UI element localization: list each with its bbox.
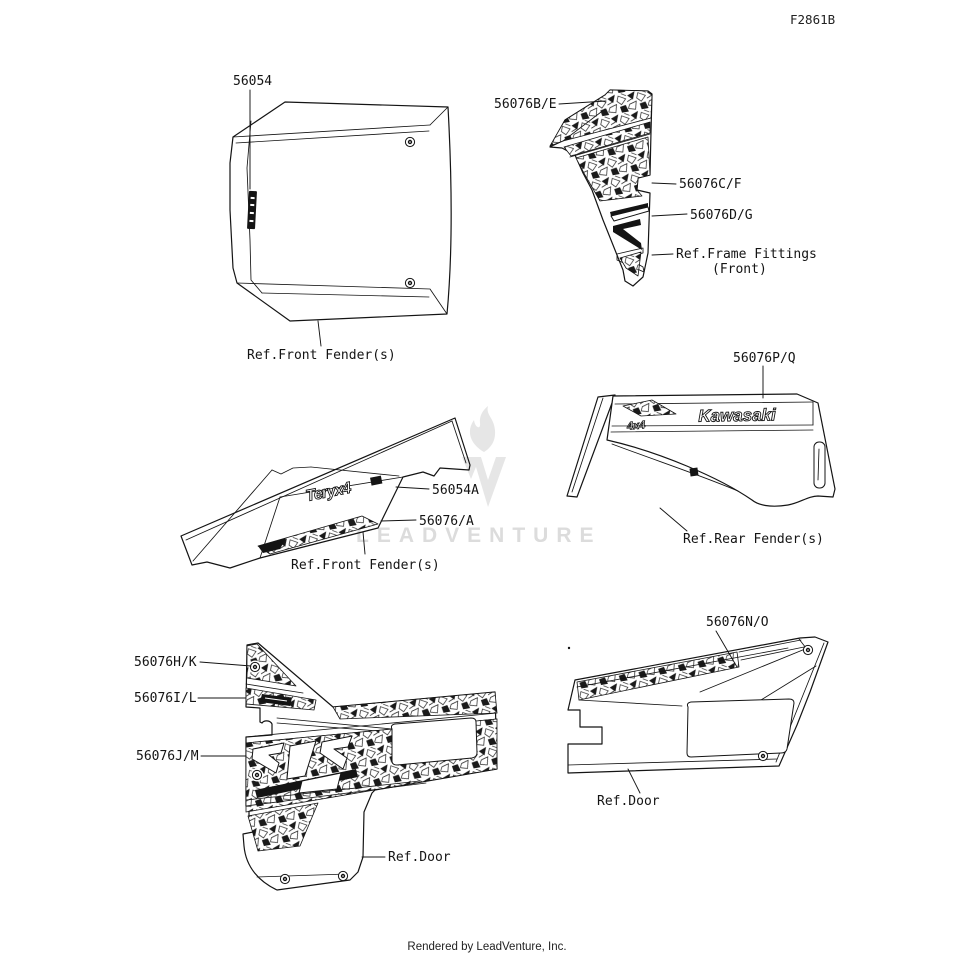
leader-line bbox=[199, 661, 252, 667]
slot-detail bbox=[813, 441, 826, 489]
kawasaki-brand-decal: Kawasaki bbox=[698, 405, 777, 425]
camo-decal-upper bbox=[246, 643, 297, 687]
part-label-56076CF[interactable]: 56076C/F bbox=[679, 177, 742, 192]
bolt-icon bbox=[757, 750, 769, 762]
bolt-icon bbox=[249, 661, 261, 673]
kawasaki-hood-decal bbox=[247, 190, 257, 230]
front-fender-side-assembly: Teryx4 56054A 56076/A Ref.Front Fender(s… bbox=[180, 417, 479, 573]
ref-label-front-fender-top[interactable]: Ref.Front Fender(s) bbox=[247, 348, 396, 363]
ref-label-door-left[interactable]: Ref.Door bbox=[388, 850, 451, 865]
door-left-assembly: 56076H/K 56076I/L 56076J/M Ref.Door bbox=[134, 642, 498, 891]
frame-fittings-assembly: 56076B/E 56076C/F 56076D/G Ref.Frame Fit… bbox=[494, 89, 817, 287]
ref-label-rear-fender[interactable]: Ref.Rear Fender(s) bbox=[683, 532, 824, 547]
shattered-letter-decal bbox=[286, 740, 317, 780]
leadventure-chevron-icon bbox=[462, 457, 480, 479]
diagram-code: F2861B bbox=[790, 12, 835, 27]
window-opening bbox=[686, 698, 795, 758]
footer-credit: Rendered by LeadVenture, Inc. bbox=[407, 941, 566, 953]
part-label-56076JM[interactable]: 56076J/M bbox=[136, 749, 199, 764]
part-label-56076A[interactable]: 56076/A bbox=[419, 514, 474, 529]
leader-line bbox=[380, 519, 417, 522]
leader-line bbox=[651, 213, 688, 217]
ref-label-door-right[interactable]: Ref.Door bbox=[597, 794, 660, 809]
shattered-letter-decal bbox=[251, 742, 285, 774]
camo-swoosh-decal bbox=[622, 399, 677, 417]
part-label-56076IL[interactable]: 56076I/L bbox=[134, 691, 197, 706]
leadventure-watermark: LEADVENTURE bbox=[356, 406, 602, 547]
part-label-56076HK[interactable]: 56076H/K bbox=[134, 655, 197, 670]
hood-assembly: 56054 Ref.Front Fender(s) bbox=[229, 74, 452, 363]
camo-decal-band bbox=[563, 121, 651, 157]
bolt-icon bbox=[404, 277, 416, 289]
stripe-decal-tip bbox=[258, 538, 286, 553]
part-label-56076DG[interactable]: 56076D/G bbox=[690, 208, 753, 223]
bolt-icon bbox=[251, 769, 263, 781]
leader-line bbox=[651, 182, 677, 185]
4x4-badge-decal: 4x4 bbox=[626, 419, 646, 433]
part-label-56054[interactable]: 56054 bbox=[233, 74, 272, 89]
leader-line bbox=[362, 531, 366, 555]
zigzag-decal bbox=[613, 219, 642, 250]
bolt-icon bbox=[802, 644, 814, 656]
leader-line bbox=[627, 768, 641, 794]
leadventure-flame-icon bbox=[469, 406, 496, 452]
door-right-assembly: 56076N/O Ref.Door bbox=[567, 615, 829, 809]
ref-label-front-fender-side[interactable]: Ref.Front Fender(s) bbox=[291, 558, 440, 573]
camo-decal-middle bbox=[575, 136, 651, 202]
camo-decal-lower bbox=[619, 251, 642, 277]
leader-line bbox=[651, 253, 674, 256]
part-label-56076BE[interactable]: 56076B/E bbox=[494, 97, 557, 112]
bolt-icon bbox=[337, 870, 349, 882]
camo-decal-flap bbox=[247, 802, 319, 852]
leader-line bbox=[317, 320, 322, 347]
watermark-text: LEADVENTURE bbox=[356, 524, 602, 547]
window-opening bbox=[390, 717, 478, 766]
leader-line bbox=[395, 486, 430, 490]
part-label-56054A[interactable]: 56054A bbox=[432, 483, 479, 498]
leader-line bbox=[715, 630, 738, 668]
leadventure-v-icon bbox=[473, 457, 506, 507]
part-label-56076PQ[interactable]: 56076P/Q bbox=[733, 351, 796, 366]
camo-decal-band bbox=[576, 651, 740, 701]
shattered-letter-decal bbox=[319, 735, 353, 770]
rear-fender-assembly: Kawasaki 4x4 56076P/Q Ref.Rear Fender(s) bbox=[566, 351, 836, 547]
bolt-icon bbox=[404, 136, 416, 148]
ref-label-frame-fittings-front[interactable]: (Front) bbox=[712, 262, 767, 277]
stray-dot bbox=[567, 646, 571, 650]
stripe-decal bbox=[610, 206, 650, 222]
leader-line bbox=[659, 507, 688, 532]
bolt-icon bbox=[279, 873, 291, 885]
small-square-decal bbox=[689, 467, 699, 477]
leader-line bbox=[558, 100, 607, 105]
ref-label-frame-fittings[interactable]: Ref.Frame Fittings bbox=[676, 247, 817, 262]
part-label-56076NO[interactable]: 56076N/O bbox=[706, 615, 769, 630]
shattered-letter-decal bbox=[298, 772, 342, 794]
stripe-decal bbox=[610, 203, 648, 216]
